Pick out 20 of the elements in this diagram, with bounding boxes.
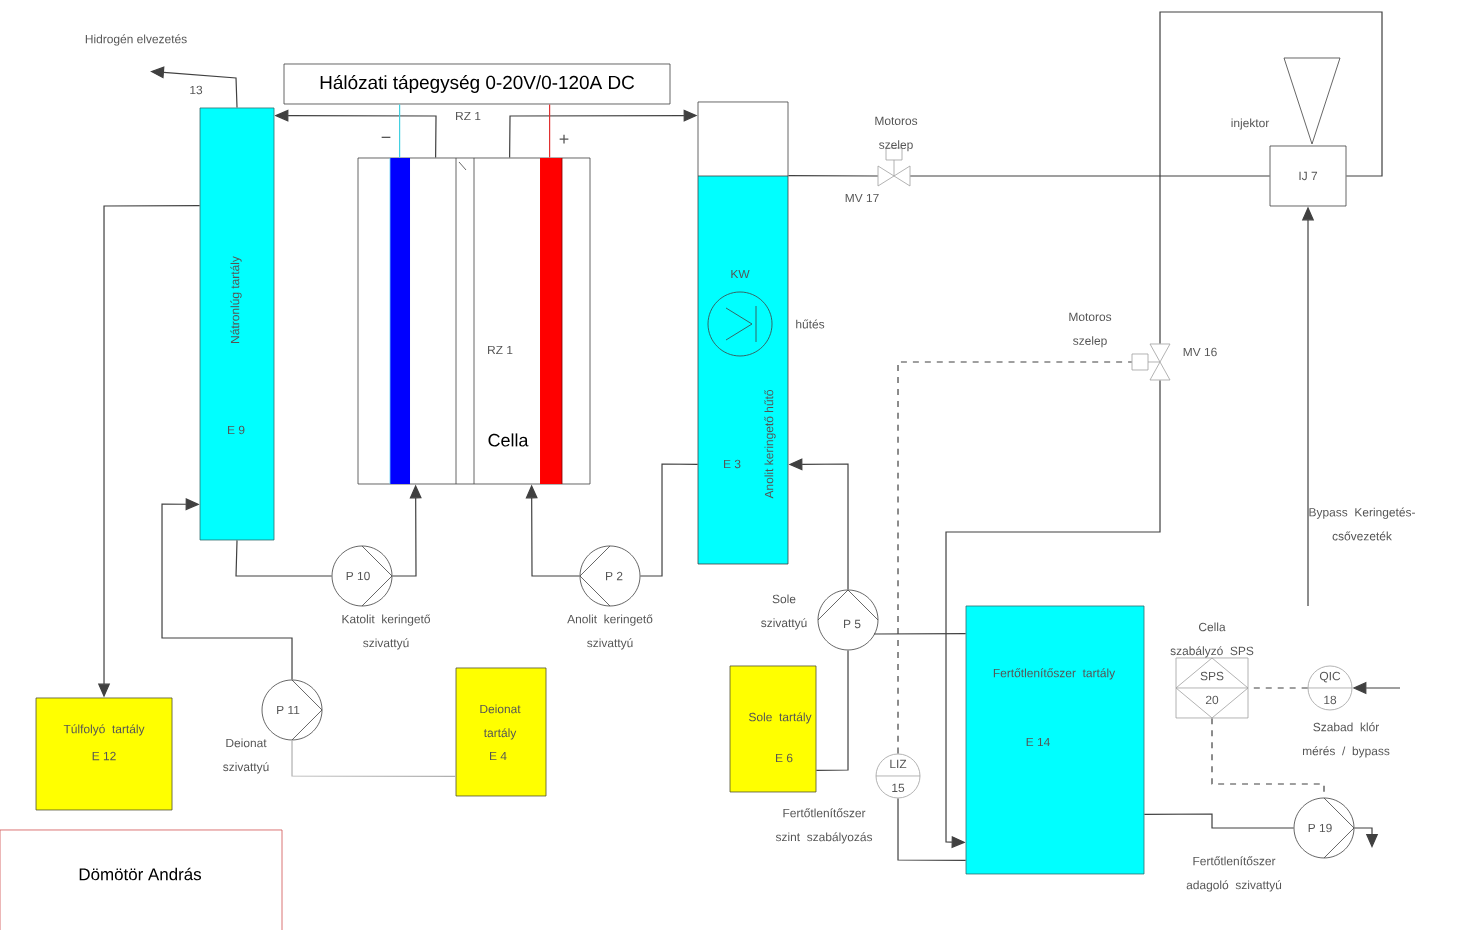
pipe [1353, 827, 1379, 848]
pipe [909, 175, 1271, 177]
pipe [291, 739, 457, 777]
polarity-sign: + [559, 134, 569, 144]
pipe [1159, 11, 1383, 345]
signature-box: Dömötör András [0, 829, 283, 930]
pipe [873, 633, 967, 635]
power-supply-box: Hálózati tápegység 0-20V/0-120A DC [283, 63, 671, 105]
wire [399, 103, 401, 159]
pipe [897, 797, 967, 861]
pipe [235, 539, 333, 577]
pipe [150, 66, 238, 109]
pipe [1143, 813, 1295, 829]
pipe [787, 175, 879, 177]
pipe [815, 649, 849, 771]
polarity-sign: − [381, 136, 391, 138]
pipe [639, 463, 699, 577]
pipe [161, 498, 293, 681]
wire [549, 103, 551, 159]
signal-line [897, 361, 1133, 755]
